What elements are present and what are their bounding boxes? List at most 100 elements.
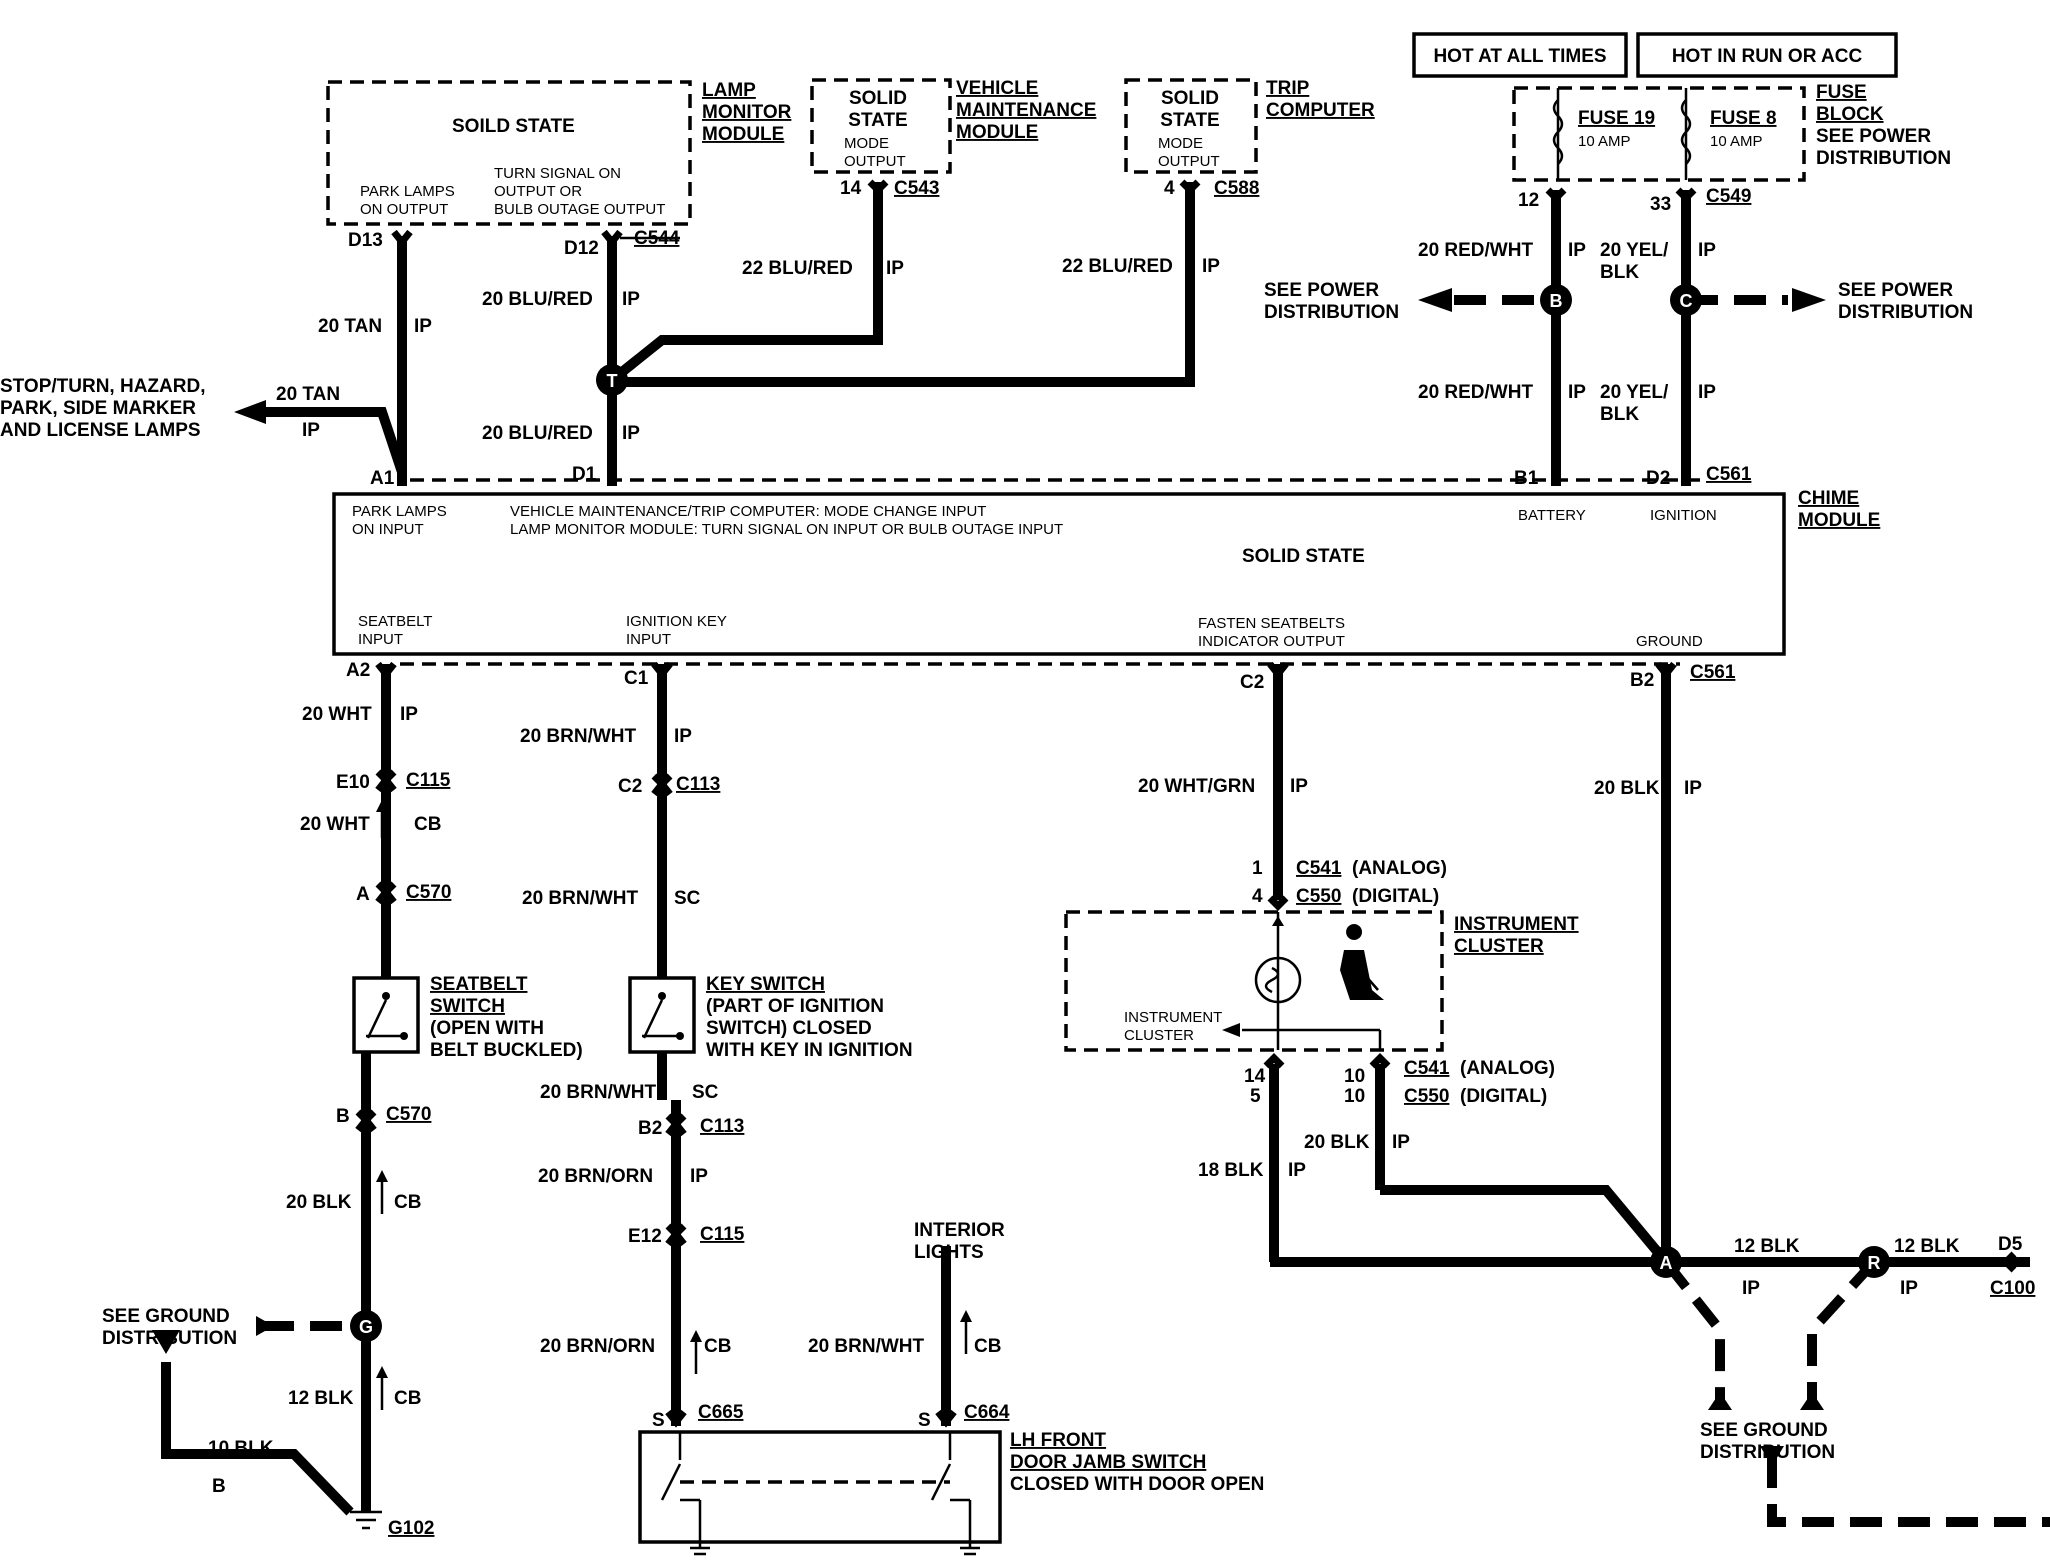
svg-text:MODE: MODE	[1158, 135, 1203, 152]
svg-text:IP: IP	[1742, 1278, 1760, 1299]
svg-text:IP: IP	[622, 423, 640, 444]
svg-text:DISTRIBUTION: DISTRIBUTION	[1700, 1442, 1835, 1463]
svg-text:SEE POWER: SEE POWER	[1816, 126, 1931, 147]
svg-text:20 RED/WHT: 20 RED/WHT	[1418, 240, 1533, 261]
svg-text:SEE POWER: SEE POWER	[1264, 280, 1379, 301]
svg-text:C115: C115	[406, 770, 451, 791]
svg-text:D1: D1	[572, 464, 597, 485]
svg-text:IP: IP	[1684, 778, 1702, 799]
svg-text:ON INPUT: ON INPUT	[352, 521, 424, 538]
svg-text:IP: IP	[414, 316, 432, 337]
svg-text:SEE POWER: SEE POWER	[1838, 280, 1953, 301]
svg-text:SOLID: SOLID	[849, 88, 907, 109]
svg-text:DISTRIBUTION: DISTRIBUTION	[1838, 302, 1973, 323]
svg-text:B1: B1	[1514, 468, 1539, 489]
svg-text:A: A	[356, 884, 370, 905]
fuse-block: FUSE 19 10 AMP FUSE 8 10 AMP FUSE BLOCK …	[1512, 82, 1951, 215]
svg-text:IP: IP	[1568, 240, 1586, 261]
svg-text:20 WHT: 20 WHT	[300, 814, 370, 835]
svg-text:FUSE 19: FUSE 19	[1578, 108, 1655, 129]
svg-text:IP: IP	[1698, 382, 1716, 403]
svg-text:IP: IP	[1568, 382, 1586, 403]
svg-text:INDICATOR OUTPUT: INDICATOR OUTPUT	[1198, 633, 1345, 650]
splice-t: T	[596, 364, 628, 396]
svg-text:VEHICLE MAINTENANCE/TRIP COMPU: VEHICLE MAINTENANCE/TRIP COMPUTER: MODE …	[510, 503, 986, 520]
instrument-labels: 20 WHT/GRN IP 1 C541 (ANALOG) 4 C550 (DI…	[1124, 776, 2035, 1463]
svg-text:(DIGITAL): (DIGITAL)	[1352, 886, 1439, 907]
svg-text:TURN SIGNAL ON: TURN SIGNAL ON	[494, 165, 621, 182]
svg-text:20 BRN/WHT: 20 BRN/WHT	[808, 1336, 925, 1357]
svg-text:D5: D5	[1998, 1234, 2023, 1255]
svg-text:STATE: STATE	[848, 110, 907, 131]
svg-text:20 WHT/GRN: 20 WHT/GRN	[1138, 776, 1255, 797]
svg-text:IP: IP	[1288, 1160, 1306, 1181]
svg-text:INSTRUMENT: INSTRUMENT	[1454, 914, 1579, 935]
svg-text:MODULE: MODULE	[956, 122, 1038, 143]
svg-text:FUSE 8: FUSE 8	[1710, 108, 1777, 129]
key-switch-circuit	[628, 661, 1002, 1556]
svg-text:14: 14	[1244, 1066, 1266, 1087]
svg-text:IP: IP	[302, 420, 320, 441]
svg-text:COMPUTER: COMPUTER	[1266, 100, 1375, 121]
svg-text:IP: IP	[622, 289, 640, 310]
svg-text:IP: IP	[674, 726, 692, 747]
svg-text:BLOCK: BLOCK	[1816, 104, 1884, 125]
svg-text:D2: D2	[1646, 468, 1670, 489]
svg-text:SOLID: SOLID	[1161, 88, 1219, 109]
svg-text:IP: IP	[1202, 256, 1220, 277]
svg-text:FASTEN SEATBELTS: FASTEN SEATBELTS	[1198, 615, 1345, 632]
svg-text:MONITOR: MONITOR	[702, 102, 792, 123]
svg-text:C561: C561	[1706, 464, 1752, 485]
svg-text:A: A	[1660, 1253, 1673, 1273]
svg-text:C588: C588	[1214, 178, 1259, 199]
svg-text:LH FRONT: LH FRONT	[1010, 1430, 1106, 1451]
splice-g: G	[350, 1310, 382, 1342]
svg-text:14: 14	[840, 178, 862, 199]
svg-text:G: G	[359, 1317, 373, 1337]
svg-text:CB: CB	[704, 1336, 731, 1357]
svg-text:20 RED/WHT: 20 RED/WHT	[1418, 382, 1533, 403]
svg-text:INPUT: INPUT	[626, 631, 671, 648]
svg-text:IP: IP	[886, 258, 904, 279]
svg-text:GROUND: GROUND	[1636, 633, 1703, 650]
svg-text:18 BLK: 18 BLK	[1198, 1160, 1264, 1181]
svg-text:SWITCH: SWITCH	[430, 996, 505, 1017]
svg-text:SC: SC	[674, 888, 701, 909]
svg-text:INPUT: INPUT	[358, 631, 403, 648]
svg-text:R: R	[1868, 1253, 1881, 1273]
svg-text:CLUSTER: CLUSTER	[1454, 936, 1544, 957]
svg-text:20 BLK: 20 BLK	[1594, 778, 1660, 799]
svg-text:10 BLK: 10 BLK	[208, 1438, 274, 1459]
svg-text:PARK, SIDE MARKER: PARK, SIDE MARKER	[0, 398, 196, 419]
svg-text:C2: C2	[1240, 672, 1264, 693]
svg-text:MODULE: MODULE	[702, 124, 784, 145]
svg-text:20 TAN: 20 TAN	[276, 384, 340, 405]
stop-turn-label: STOP/TURN, HAZARD, PARK, SIDE MARKER AND…	[0, 376, 205, 441]
svg-text:20 BLK: 20 BLK	[286, 1192, 352, 1213]
svg-text:VEHICLE: VEHICLE	[956, 78, 1038, 99]
svg-text:B: B	[1550, 291, 1563, 311]
svg-text:BLK: BLK	[1600, 262, 1639, 283]
svg-text:DISTRIBUTION: DISTRIBUTION	[1264, 302, 1399, 323]
svg-text:CLUSTER: CLUSTER	[1124, 1027, 1194, 1044]
svg-text:(ANALOG): (ANALOG)	[1352, 858, 1447, 879]
svg-text:OUTPUT: OUTPUT	[844, 153, 906, 170]
lamp-monitor-module: SOILD STATE PARK LAMPS ON OUTPUT TURN SI…	[326, 80, 792, 259]
svg-text:20 BRN/WHT: 20 BRN/WHT	[520, 726, 637, 747]
svg-text:20 BRN/WHT: 20 BRN/WHT	[540, 1082, 657, 1103]
svg-text:STOP/TURN, HAZARD,: STOP/TURN, HAZARD,	[0, 376, 205, 397]
svg-text:CB: CB	[394, 1192, 421, 1213]
svg-text:C543: C543	[894, 178, 939, 199]
svg-text:10 AMP: 10 AMP	[1578, 133, 1631, 150]
svg-text:SEATBELT: SEATBELT	[358, 613, 432, 630]
svg-text:A1: A1	[370, 468, 395, 489]
svg-text:WITH KEY IN IGNITION: WITH KEY IN IGNITION	[706, 1040, 913, 1061]
chime-module: CHIME MODULE PARK LAMPS ON INPUT VEHICLE…	[332, 464, 1880, 693]
upper-wires	[234, 182, 1826, 486]
svg-text:12 BLK: 12 BLK	[288, 1388, 354, 1409]
svg-text:HOT AT ALL TIMES: HOT AT ALL TIMES	[1433, 46, 1606, 67]
svg-text:STATE: STATE	[1160, 110, 1219, 131]
svg-text:BELT BUCKLED): BELT BUCKLED)	[430, 1040, 583, 1061]
svg-text:(PART OF IGNITION: (PART OF IGNITION	[706, 996, 884, 1017]
svg-text:BATTERY: BATTERY	[1518, 507, 1586, 524]
